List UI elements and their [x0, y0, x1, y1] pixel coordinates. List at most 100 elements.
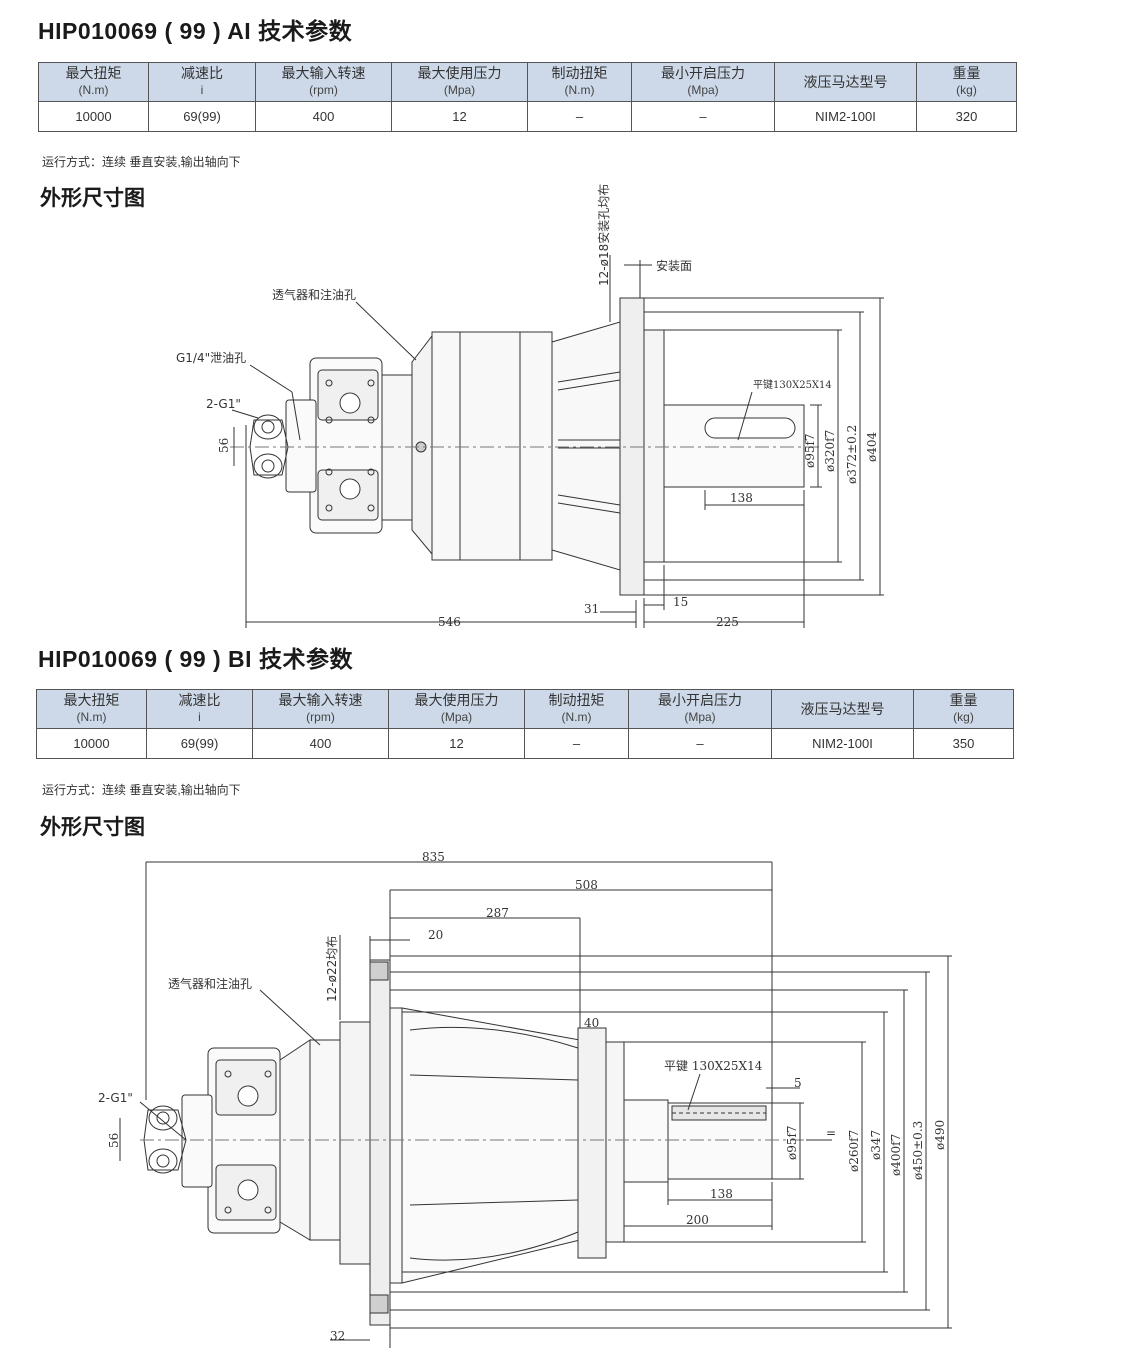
table-cell: 10000: [36, 728, 147, 759]
vent-label-b: 透气器和注油孔: [168, 976, 252, 991]
column-header-label: 最大输入转速: [281, 65, 366, 81]
column-header-label: 液压马达型号: [803, 73, 888, 90]
column-header: 最大扭矩(N.m): [38, 62, 149, 102]
drain-label: G1/4"泄油孔: [176, 351, 246, 365]
mount-flange: [369, 959, 391, 1326]
column-header-unit: (Mpa): [687, 83, 719, 97]
dim-138-a: 138: [730, 491, 753, 505]
column-header-unit: (rpm): [306, 710, 335, 724]
dim-56-a: 56: [217, 438, 231, 453]
column-header: 制动扭矩 (N.m): [524, 689, 629, 729]
dim-508: 508: [575, 878, 598, 892]
table-cell: 69(99): [146, 728, 253, 759]
column-header-label: 重量: [952, 65, 981, 81]
dim-15: 15: [673, 595, 688, 609]
dim-32: 32: [330, 1329, 345, 1343]
table-cell: 400: [252, 728, 389, 759]
column-header: 重量(kg): [913, 689, 1014, 729]
column-header-unit: i: [200, 83, 204, 97]
dim-20: 20: [428, 928, 443, 942]
column-header-label: 减速比: [181, 65, 223, 81]
dim-260: ø260f7: [847, 1130, 861, 1172]
dim-372-a: ø372±0.2: [845, 425, 859, 484]
drawing-title-b: 外形尺寸图: [40, 816, 145, 839]
holes-label-b: 12-ø22均布: [325, 936, 339, 1002]
dim-546: 546: [438, 615, 461, 629]
table-cell: –: [628, 728, 772, 759]
dim-5: 5: [794, 1076, 802, 1090]
column-header: 最大扭矩 (N.m): [36, 689, 147, 729]
gearbox-housing: [431, 331, 553, 561]
equal-mark: =: [826, 1126, 836, 1140]
column-header: 液压马达型号: [774, 62, 917, 102]
dim-835: 835: [422, 850, 445, 864]
spec-table-a: 最大扭矩(N.m) 减速比 i 最大输入转速(rpm) 最大使用压力 (Mpa) 制动扭矩(…: [38, 62, 1017, 132]
dim-400: ø400f7: [889, 1134, 903, 1176]
dim-490: ø490: [933, 1120, 947, 1150]
column-header: 减速比 i: [146, 689, 253, 729]
table-cell: 12: [391, 101, 528, 132]
column-header-label: 减速比: [178, 692, 221, 708]
table-cell: –: [527, 101, 632, 132]
column-header-unit: (Mpa): [443, 83, 476, 97]
gearbox-housing: [401, 1007, 581, 1284]
column-header-unit: (N.m): [564, 83, 595, 97]
operation-note-a: 运行方式：连续 垂直安装,输出轴向下: [42, 155, 241, 169]
column-header-unit: (kg): [953, 710, 974, 724]
port-label-b: 2-G1": [98, 1091, 133, 1105]
column-header: 重量(kg): [916, 62, 1017, 102]
holes-label-a: 12-ø18安装孔均布: [596, 184, 611, 286]
spec-table-b: 最大扭矩 (N.m) 减速比 i 最大输入转速 (rpm) 最大使用压力 (Mpa) 制动扭矩 (…: [36, 689, 1014, 759]
column-header-label: 最大使用压力: [417, 65, 502, 81]
table-header-row: 最大扭矩 (N.m) 减速比 i 最大输入转速 (rpm) 最大使用压力 (Mpa) 制动扭矩 (…: [36, 689, 1014, 729]
table-cell: 400: [255, 101, 392, 132]
key-label-b: 平键 130X25X14: [664, 1059, 763, 1073]
dim-450: ø450±0.3: [911, 1121, 925, 1180]
table-cell: NIM2-100I: [771, 728, 914, 759]
column-header: 制动扭矩(N.m): [527, 62, 632, 102]
column-header-unit: i: [198, 710, 201, 724]
column-header-label: 最小开启压力: [658, 692, 742, 708]
column-header-label: 最大使用压力: [414, 692, 499, 708]
table-cell: –: [524, 728, 629, 759]
column-header-unit: (N.m): [561, 710, 592, 724]
table-cell: 12: [388, 728, 525, 759]
column-header: 最大使用压力 (Mpa): [388, 689, 525, 729]
dim-287: 287: [486, 906, 509, 920]
column-header: 液压马达型号: [771, 689, 914, 729]
dim-95-b: ø95f7: [785, 1125, 799, 1160]
column-header-label: 最大输入转速: [278, 692, 363, 708]
section-b-title: HIP010069 ( 99 ) BI 技术参数: [38, 646, 353, 672]
column-header-label: 最小开启压力: [661, 65, 745, 81]
column-header: 最小开启压力 (Mpa): [628, 689, 772, 729]
table-cell: 350: [913, 728, 1014, 759]
column-header: 最小开启压力 (Mpa): [631, 62, 775, 102]
dim-40: 40: [584, 1016, 599, 1030]
column-header-label: 最大扭矩: [63, 692, 120, 708]
table-cell: 320: [916, 101, 1017, 132]
operation-note-b: 运行方式：连续 垂直安装,输出轴向下: [42, 783, 241, 797]
column-header-unit: (N.m): [76, 710, 107, 724]
column-header-unit: (Mpa): [684, 710, 716, 724]
table-header-row: 最大扭矩(N.m) 减速比 i 最大输入转速(rpm) 最大使用压力 (Mpa) 制动扭矩(…: [38, 62, 1017, 102]
drawing-a: 12-ø18安装孔均布 安装面 透气器和注油孔 G1/4"泄油孔 2-G1" 5…: [176, 184, 884, 629]
column-header-unit: (N.m): [78, 83, 109, 97]
section-a-title: HIP010069 ( 99 ) AI 技术参数: [38, 18, 353, 44]
dim-347: ø347: [869, 1130, 883, 1160]
column-header: 最大输入转速(rpm): [255, 62, 392, 102]
drawing-title-a: 外形尺寸图: [40, 187, 145, 210]
dim-225: 225: [716, 615, 739, 629]
column-header-label: 制动扭矩: [548, 692, 605, 708]
table-cell: –: [631, 101, 775, 132]
column-header-label: 液压马达型号: [800, 700, 885, 717]
motor-housing: [207, 1047, 281, 1234]
column-header-unit: (Mpa): [440, 710, 473, 724]
table-cell: 69(99): [148, 101, 256, 132]
dim-138-b: 138: [710, 1187, 733, 1201]
dim-31: 31: [584, 602, 599, 616]
vent-label-a: 透气器和注油孔: [272, 287, 356, 302]
table-cell: 10000: [38, 101, 149, 132]
dim-200: 200: [686, 1213, 709, 1227]
